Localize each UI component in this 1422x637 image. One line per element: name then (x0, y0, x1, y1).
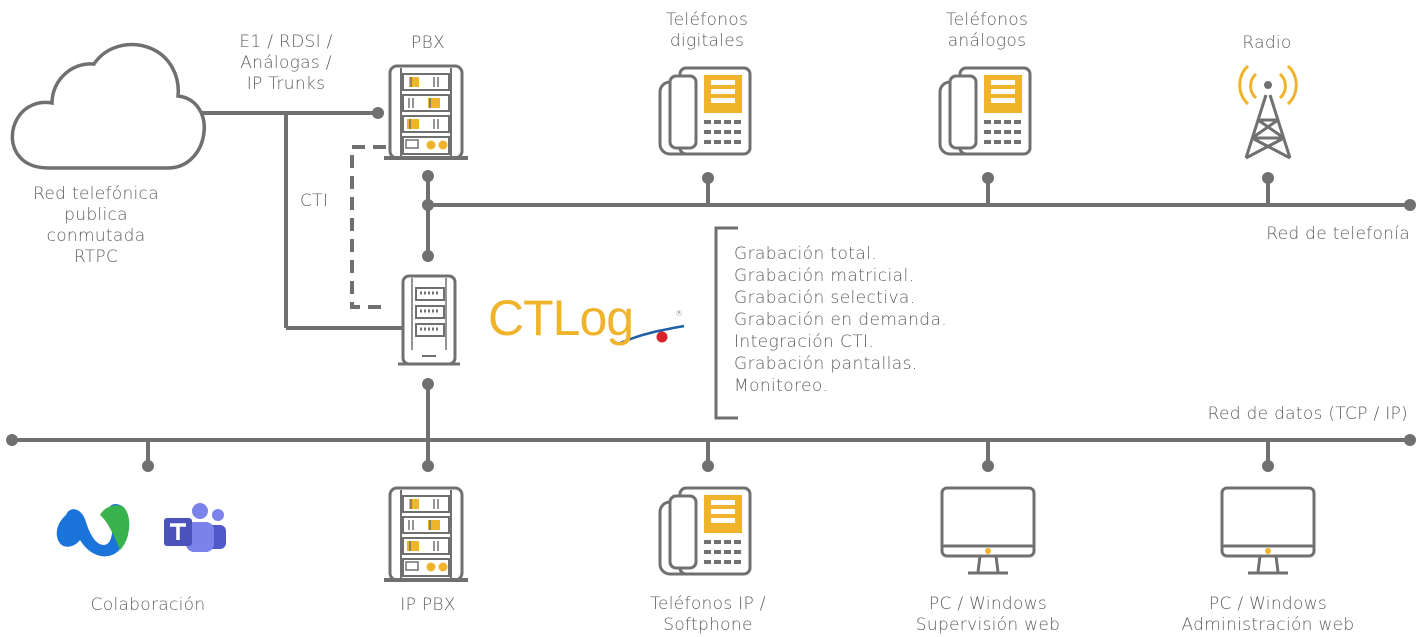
cti-label: CTI (300, 191, 329, 211)
data-network-label: Red de datos (TCP / IP) (1207, 404, 1408, 424)
recorder-server-icon (398, 274, 460, 366)
pc-supervision-label: PC / Windows Supervisión web (915, 594, 1061, 635)
digital-phones-label: Teléfonos digitales (665, 10, 749, 51)
pstn-label: Red telefónica publica conmutada RTPC (33, 184, 159, 267)
pbx-rack-icon (382, 64, 470, 160)
radio-tower-icon (1238, 64, 1298, 160)
feature-item: Grabación total. (734, 244, 878, 264)
cti-dashed-link (350, 145, 388, 309)
feature-item: Grabación en demanda. (734, 310, 948, 330)
pbx-rack-icon (382, 486, 470, 582)
pbx-label: PBX (411, 33, 445, 53)
feature-item: Grabación pantallas. (734, 354, 918, 374)
features-list: Grabación total. Grabación matricial. Gr… (734, 243, 947, 397)
phone-network-label: Red de telefonía (1266, 224, 1410, 244)
feature-item: Grabación matricial. (734, 266, 915, 286)
features-bracket (714, 226, 738, 420)
webex-logo-icon (56, 503, 130, 557)
pc-admin-label: PC / Windows Administración web (1181, 594, 1355, 635)
trunk-types-label: E1 / RDSI / Análogas / IP Trunks (239, 32, 333, 94)
ip-pbx-label: IP PBX (400, 595, 456, 615)
desk-phone-icon (658, 486, 752, 576)
monitor-icon (1220, 486, 1316, 575)
analog-phones-label: Teléfonos análogos (945, 10, 1029, 51)
ctlog-trademark: ® (675, 309, 684, 318)
teams-logo-icon (164, 503, 226, 552)
radio-label: Radio (1242, 33, 1292, 53)
connection-lines (12, 111, 1410, 466)
collaboration-label: Colaboración (90, 595, 206, 615)
cloud-icon (10, 42, 206, 170)
ctlog-logo: CTLog (488, 290, 634, 346)
ctlog-swoosh-icon (617, 324, 685, 346)
connector-dots (6, 107, 1416, 472)
feature-item: Grabación selectiva. (734, 288, 916, 308)
desk-phone-icon (938, 66, 1032, 156)
ip-phones-label: Teléfonos IP / Softphone (650, 594, 766, 635)
monitor-icon (940, 486, 1036, 575)
feature-item: Integración CTI. (734, 332, 875, 352)
desk-phone-icon (658, 66, 752, 156)
feature-item: Monitoreo. (734, 376, 829, 396)
